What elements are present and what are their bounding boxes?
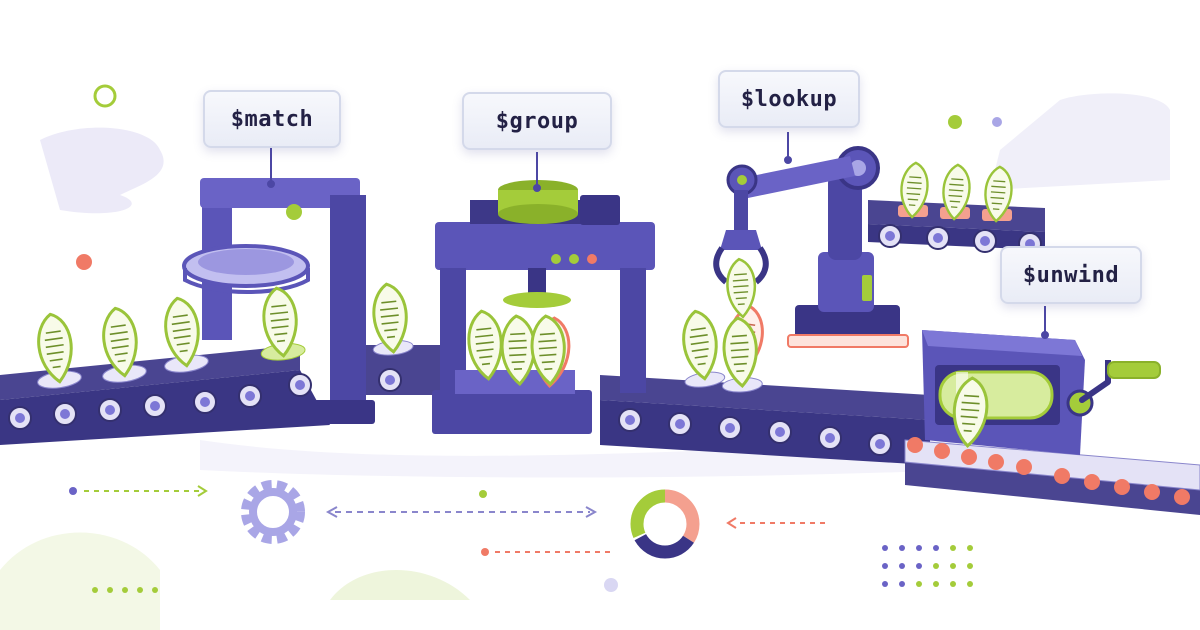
main-conveyor-belt	[0, 345, 930, 465]
upper-conveyor-belt	[868, 160, 1045, 256]
document-icon	[33, 310, 82, 389]
stage-label-match: $match	[203, 90, 341, 148]
bottom-decorations	[69, 480, 973, 593]
label-connectors	[267, 132, 1049, 339]
status-light-icon	[286, 204, 302, 220]
dot-grid	[92, 545, 973, 593]
document-icon	[464, 307, 507, 382]
arrow-icon	[726, 517, 830, 529]
unwind-roller-machine	[904, 330, 1200, 515]
stage-label-unwind: $unwind	[1000, 246, 1142, 304]
sieve-icon	[182, 244, 310, 294]
document-icon	[678, 307, 726, 388]
arrow-icon	[481, 548, 610, 556]
document-icon	[98, 304, 147, 383]
match-arch-machine	[182, 178, 375, 424]
document-icon	[720, 315, 763, 393]
arrow-icon	[69, 485, 208, 497]
arrow-icon	[325, 506, 598, 518]
stage-label-group: $group	[462, 92, 612, 150]
output-items	[907, 437, 1190, 505]
donut-chart-icon	[630, 489, 700, 559]
robot-arm-icon	[713, 146, 909, 348]
stage-label-lookup: $lookup	[718, 70, 860, 128]
match-documents	[33, 280, 414, 389]
gear-icon	[241, 480, 305, 544]
document-icon	[259, 284, 306, 361]
document-icon	[369, 280, 414, 356]
document-icon	[160, 294, 209, 373]
lookup-documents	[678, 302, 768, 393]
group-press-machine	[432, 180, 655, 434]
